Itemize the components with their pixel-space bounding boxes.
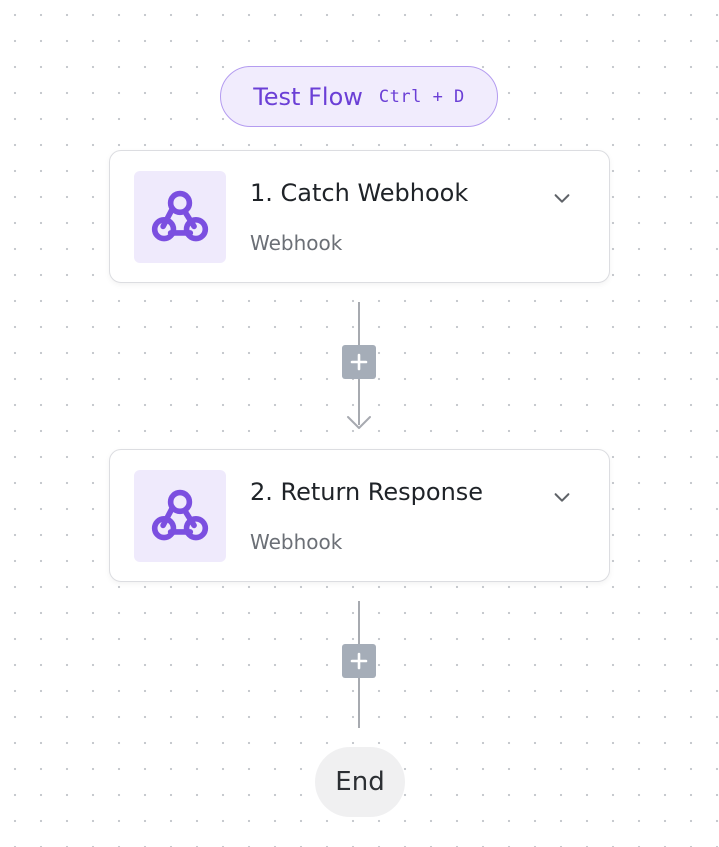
plus-icon (350, 353, 368, 371)
webhook-icon (151, 489, 209, 541)
step-title: 2. Return Response (250, 478, 484, 506)
connector-line (358, 678, 360, 728)
step-subtitle: Webhook (250, 231, 343, 255)
end-label: End (335, 767, 385, 797)
add-step-button[interactable] (342, 345, 376, 379)
step-icon-container (134, 470, 226, 562)
webhook-icon (151, 190, 209, 242)
step-icon-container (134, 171, 226, 263)
connector-line (358, 601, 360, 647)
plus-icon (350, 652, 368, 670)
test-flow-button[interactable]: Test Flow Ctrl + D (220, 66, 498, 127)
arrow-down-icon (347, 416, 371, 429)
step-card-catch-webhook[interactable]: 1. Catch Webhook Webhook (109, 150, 610, 283)
chevron-down-icon[interactable] (551, 486, 573, 508)
test-flow-label: Test Flow (253, 82, 363, 111)
end-node: End (315, 747, 405, 817)
connector-line (358, 379, 360, 425)
chevron-down-icon[interactable] (551, 187, 573, 209)
step-subtitle: Webhook (250, 530, 343, 554)
test-flow-shortcut: Ctrl + D (378, 86, 465, 107)
add-step-button[interactable] (342, 644, 376, 678)
step-card-return-response[interactable]: 2. Return Response Webhook (109, 449, 610, 582)
connector-line (358, 302, 360, 348)
step-title: 1. Catch Webhook (250, 179, 469, 207)
